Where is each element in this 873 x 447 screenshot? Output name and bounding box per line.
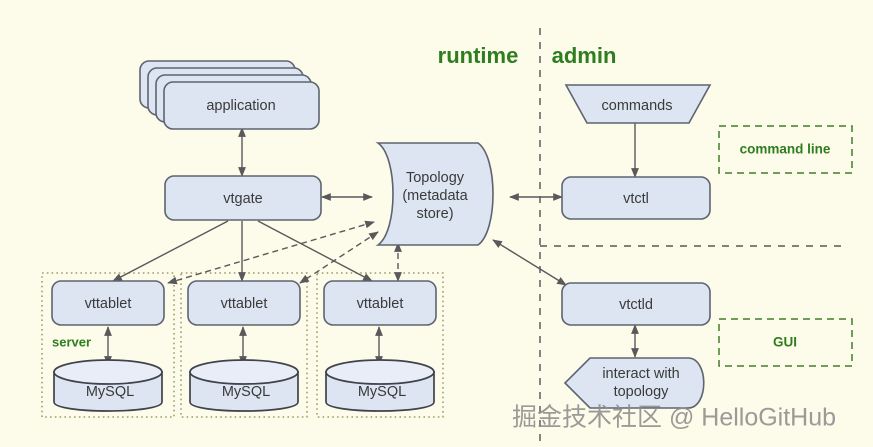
vttablet-1-box — [51, 280, 165, 326]
mysql-3-label: MySQL — [358, 384, 406, 400]
mysql-3-top — [325, 359, 435, 385]
node-vttablet-1[interactable]: vttablet — [51, 280, 165, 326]
interact-shape — [563, 357, 705, 409]
topology-label-line3: store) — [416, 206, 453, 222]
vttablet-3-box — [323, 280, 437, 326]
vttablet-1-label: vttablet — [85, 296, 132, 312]
node-vttablet-3[interactable]: vttablet — [323, 280, 437, 326]
node-mysql-2[interactable]: MySQL — [189, 359, 299, 412]
mysql-2-top — [189, 359, 299, 385]
gui-label: GUI — [773, 335, 797, 350]
node-mysql-3[interactable]: MySQL — [325, 359, 435, 412]
zone-label-runtime: runtime — [438, 43, 519, 68]
zone-label-admin: admin — [552, 43, 617, 68]
topology-label-line1: Topology — [406, 170, 465, 186]
edge-topology-vttablet-2 — [299, 231, 379, 284]
application-label: application — [206, 98, 275, 114]
node-vtgate[interactable]: vtgate — [164, 175, 322, 221]
node-vtctl[interactable]: vtctl — [561, 176, 711, 220]
server-group-box-3 — [316, 272, 444, 418]
node-mysql-1[interactable]: MySQL — [53, 359, 163, 412]
vtctl-box — [561, 176, 711, 220]
tag-gui: GUI — [718, 318, 853, 367]
node-commands[interactable]: commands — [564, 84, 712, 124]
gui-box — [718, 318, 853, 367]
interact-label-line1: interact with — [602, 366, 679, 382]
vtctld-box — [561, 282, 711, 326]
vtctl-label: vtctl — [623, 191, 649, 207]
server-group-box-1 — [41, 272, 175, 418]
command-line-box — [718, 125, 853, 174]
vttablet-2-box — [187, 280, 301, 326]
command-line-label: command line — [740, 142, 831, 157]
watermark: 掘金技术社区 @ HelloGitHub — [512, 404, 836, 432]
node-interact-with-topology[interactable]: interact with topology — [563, 357, 705, 409]
edge-topology-vttablet-1 — [167, 220, 375, 285]
vttablet-2-label: vttablet — [221, 296, 268, 312]
mysql-1-label: MySQL — [86, 384, 134, 400]
edge-topology-vtctld — [492, 239, 567, 286]
node-vttablet-2[interactable]: vttablet — [187, 280, 301, 326]
vtctld-label: vtctld — [619, 297, 653, 313]
mysql-2-label: MySQL — [222, 384, 270, 400]
topology-label-line2: (metadata — [402, 188, 468, 204]
node-topology[interactable]: Topology (metadata store) — [375, 142, 494, 246]
node-vtctld[interactable]: vtctld — [561, 282, 711, 326]
commands-label: commands — [602, 98, 673, 114]
application-stack-layer-1 — [163, 81, 320, 130]
vtgate-box — [164, 175, 322, 221]
topology-shape — [375, 142, 494, 246]
vtgate-label: vtgate — [223, 191, 263, 207]
server-label: server — [52, 334, 91, 349]
edge-vtgate-vttablet-1 — [112, 220, 229, 282]
commands-shape — [564, 84, 712, 124]
mysql-1-top — [53, 359, 163, 385]
tag-command-line: command line — [718, 125, 853, 174]
interact-label-line2: topology — [614, 384, 670, 400]
node-application[interactable]: application — [139, 60, 320, 130]
vttablet-3-label: vttablet — [357, 296, 404, 312]
